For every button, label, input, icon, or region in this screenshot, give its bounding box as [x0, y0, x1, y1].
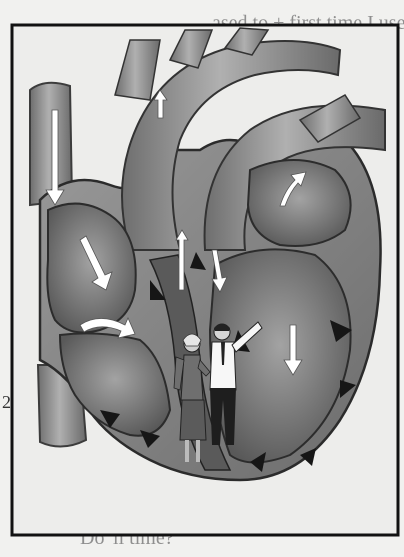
- left-atrium: [248, 160, 351, 246]
